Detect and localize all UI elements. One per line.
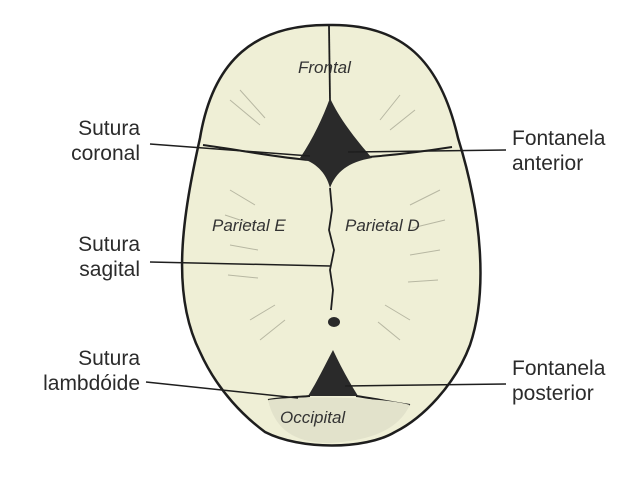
leader-coronal: [149, 143, 311, 157]
parietal-e-bone-label: Parietal E: [212, 216, 286, 235]
fontanela-anterior-label: Fontanela anterior: [512, 126, 605, 176]
occipital-bone-label: Occipital: [280, 408, 346, 427]
sutura-coronal-line1: Sutura: [78, 117, 140, 140]
fontanela-anterior-line2: anterior: [512, 152, 584, 175]
fontanela-posterior-line1: Fontanela: [512, 357, 606, 380]
fontanela-posterior-label: Fontanela posterior: [512, 356, 605, 406]
sutura-lambdoide-line2: lambdóide: [43, 372, 140, 395]
leader-sagital: [149, 261, 331, 267]
posterior-fontanelle: [308, 350, 358, 396]
frontal-midline: [328, 25, 331, 101]
parietal-d-bone-label: Parietal D: [345, 216, 420, 235]
sutura-coronal-line2: coronal: [71, 142, 140, 165]
leader-fontanela-anterior: [347, 149, 507, 153]
sutura-coronal-label: Sutura coronal: [40, 116, 140, 166]
anterior-fontanelle: [300, 98, 372, 188]
sutura-lambdoide-line1: Sutura: [78, 347, 140, 370]
parietal-foramen: [328, 317, 340, 327]
occipital-region: [268, 397, 410, 443]
leader-lambdoide: [145, 381, 299, 399]
sutura-sagital-label: Sutura sagital: [40, 232, 140, 282]
leader-lines: [145, 143, 507, 399]
fontanela-posterior-line2: posterior: [512, 382, 594, 405]
bone-texture: [224, 89, 446, 341]
fontanela-anterior-line1: Fontanela: [512, 127, 606, 150]
sutura-sagital-line1: Sutura: [78, 233, 140, 256]
leader-fontanela-posterior: [344, 383, 507, 387]
skull-outline: [180, 23, 482, 447]
sutura-lambdoide-label: Sutura lambdóide: [20, 346, 140, 396]
frontal-bone-label: Frontal: [298, 58, 351, 77]
sagittal-suture: [328, 187, 335, 311]
sutura-sagital-line2: sagital: [79, 258, 140, 281]
